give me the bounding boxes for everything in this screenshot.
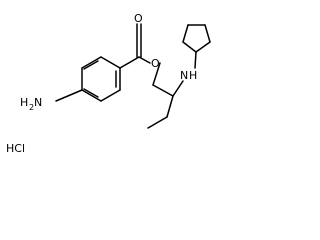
secondary-h-label: H xyxy=(189,69,197,82)
alkyl-chain xyxy=(147,80,184,129)
hcl-salt-label: HCl xyxy=(6,142,25,155)
cp-bond-1 xyxy=(182,41,197,53)
nh-to-ring-bond xyxy=(194,51,197,69)
ring-bond-4 xyxy=(81,89,102,102)
carbonyl-to-ether-o-bond xyxy=(138,56,151,64)
ether-o-to-ch2-bond xyxy=(152,62,161,86)
ch-to-nh-bond xyxy=(172,80,184,97)
structure-diagram: H 2 N O O N H HCl xyxy=(6,12,211,155)
ring-bond-3 xyxy=(100,89,121,102)
carbonyl-o-label: O xyxy=(134,12,143,25)
amine-subscript-label: 2 xyxy=(29,103,34,112)
amine-n-label: N xyxy=(34,96,42,109)
cp-bond-5 xyxy=(195,41,211,53)
amine-h-label: H xyxy=(20,96,28,109)
ring-double-3 xyxy=(83,60,99,70)
cp-bond-4 xyxy=(204,24,211,43)
ring-double-2 xyxy=(83,88,99,98)
ethyl-bond xyxy=(147,116,168,129)
ring-to-nh2-bond xyxy=(55,89,83,102)
atom-labels: H 2 N O O N H HCl xyxy=(6,12,197,155)
cp-bond-2 xyxy=(182,24,189,43)
ring-to-carbonyl-bond xyxy=(119,56,140,69)
ether-o-label: O xyxy=(151,57,160,70)
cyclopentyl-ring xyxy=(182,24,211,69)
ester-group xyxy=(119,23,161,86)
ch2-to-ch-bond xyxy=(152,84,174,97)
secondary-n-label: N xyxy=(180,69,188,82)
ring-bond-1 xyxy=(100,56,121,69)
ch-to-ethyl-bond xyxy=(166,95,174,118)
benzene-ring xyxy=(81,56,121,102)
ring-bond-6 xyxy=(81,56,102,69)
